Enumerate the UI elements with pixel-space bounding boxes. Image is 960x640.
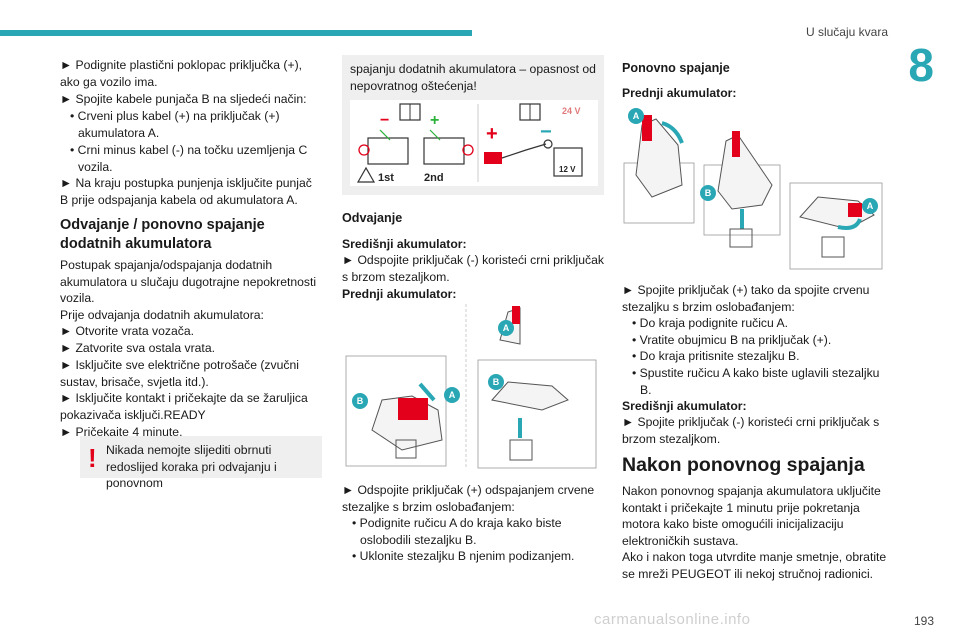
heading-disconnect: Odvajanje [342,211,403,225]
forbidden-icon [462,144,474,156]
callout-badge-a: A [862,198,878,214]
red-lever [512,306,520,324]
bullet-remove-clamp: • Uklonite stezaljku B njenim podizanjem… [352,549,575,563]
clamp-right-illustration [477,306,597,469]
paragraph-contact-peugeot: Ako i nakon toga utvrdite manje smetnje,… [622,550,887,581]
red-clamp [484,152,502,164]
batteries-left-panel: − + [356,103,474,183]
step-ignition-off: ► Isključite kontakt i pričekajte da se … [60,391,308,422]
voltage-12-label: 12 V [559,165,576,174]
clamp-step-1 [623,115,695,224]
bullet-raise-lever: • Do kraja podignite ručicu A. [632,316,789,330]
step-close-doors: ► Zatvorite sva ostala vrata. [60,341,215,355]
heading-reconnect: Ponovno spajanje [622,61,730,75]
callout-badge-a: A [498,320,514,336]
lower-arrow-icon [837,218,862,230]
callout-badge-b: B [488,374,504,390]
step-connect-negative: ► Spojite priključak (-) koristeći crni … [622,415,880,446]
reconnect-clamp-figure [623,115,883,270]
subheading-front-battery: Prednji akumulator: [622,86,737,100]
callout-badge-a: A [628,108,644,124]
battery-order-figure: − + 1st 2nd + − 24 V 12 V [350,100,598,186]
order-second-label: 2nd [424,172,444,184]
disconnect-clamp-figure [345,304,597,469]
heading-after-reconnect: Nakon ponovnog spajanja [622,454,865,476]
svg-text:−: − [380,112,389,129]
svg-text:+: + [486,123,498,145]
paragraph-ignition-wait: Nakon ponovnog spajanja akumulatora uklj… [622,484,881,548]
intro-paragraph: Postupak spajanja/odspajanja dodatnih ak… [60,258,317,306]
warning-icon: ! [88,443,97,473]
bullet-red-cable: • Crveni plus kabel (+) na priključak (+… [70,109,280,140]
figure-background [350,100,598,186]
red-clamp [848,203,862,217]
bullet-lower-lever: • Spustite ručicu A kako biste uglavili … [632,366,880,397]
bullet-press-clamp: • Do kraja pritisnite stezaljku B. [632,349,800,363]
chapter-number: 8 [908,39,934,91]
svg-text:−: − [540,121,552,143]
section-heading-disconnect-reconnect: Odvajanje / ponovno spajanje dodatnih ak… [60,217,265,252]
subheading-central-battery: Središnji akumulator: [622,399,747,413]
warning-triangle-icon [356,166,376,183]
voltage-24-label: 24 V [562,106,581,116]
forbidden-icon [358,144,370,156]
red-lever [732,131,740,157]
step-open-driver-door: ► Otvorite vrata vozača. [60,324,194,338]
bullet-return-clamp: • Vratite obujmicu B na priključak (+). [632,333,832,347]
watermark: carmanualsonline.info [594,611,751,628]
lift-arrow-icon [418,382,436,402]
subheading-central-battery: Središnji akumulator: [342,237,467,251]
warning-text: Nikada nemojte slijediti obrnuti redosli… [106,443,277,491]
step-wait: ► Pričekajte 4 minute. [60,425,183,439]
clamp-step-2 [703,131,781,248]
before-disconnect-label: Prije odvajanja dodatnih akumulatora: [60,308,264,322]
svg-text:+: + [430,112,439,129]
callout-badge-b: B [700,185,716,201]
section-title: U slučaju kvara [805,25,888,39]
order-first-label: 1st [378,172,394,184]
batteries-right-panel: + − [484,103,583,177]
step-switch-off-charger: ► Na kraju postupka punjenja isključite … [60,176,312,207]
lift-arrow-icon [661,121,684,144]
step-connect-positive: ► Spojite priključak (+) tako da spojite… [622,283,870,314]
battery-12v-icon [553,147,583,177]
step-disconnect-negative: ► Odspojite priključak (-) koristeći crn… [342,253,604,284]
clamp-left-illustration [345,355,447,467]
bullet-black-cable: • Crni minus kabel (-) na točku uzemljen… [70,143,308,174]
page-number: 193 [913,614,934,628]
subheading-front-battery: Prednji akumulator: [342,287,457,301]
clamp-step-3 [789,182,883,270]
step-switch-off-consumers: ► Isključite sve električne potrošače (z… [60,358,299,389]
red-clamp [398,398,428,420]
warning-text-continued: spajanju dodatnih akumulatora – opasnost… [350,62,596,93]
step-disconnect-positive: ► Odspojite priključak (+) odspajanjem c… [342,483,595,514]
header-accent-bar [0,30,472,36]
callout-badge-a: A [444,387,460,403]
callout-badge-b: B [352,393,368,409]
red-lever [642,115,652,141]
step-lift-cover: ► Podignite plastični poklopac priključk… [60,58,303,89]
bullet-lift-lever: • Podignite ručicu A do kraja kako biste… [352,516,562,547]
warning-box: ! Nikada nemojte slijediti obrnuti redos… [80,436,322,490]
step-connect-cables: ► Spojite kabele punjača B na sljedeći n… [60,92,307,106]
